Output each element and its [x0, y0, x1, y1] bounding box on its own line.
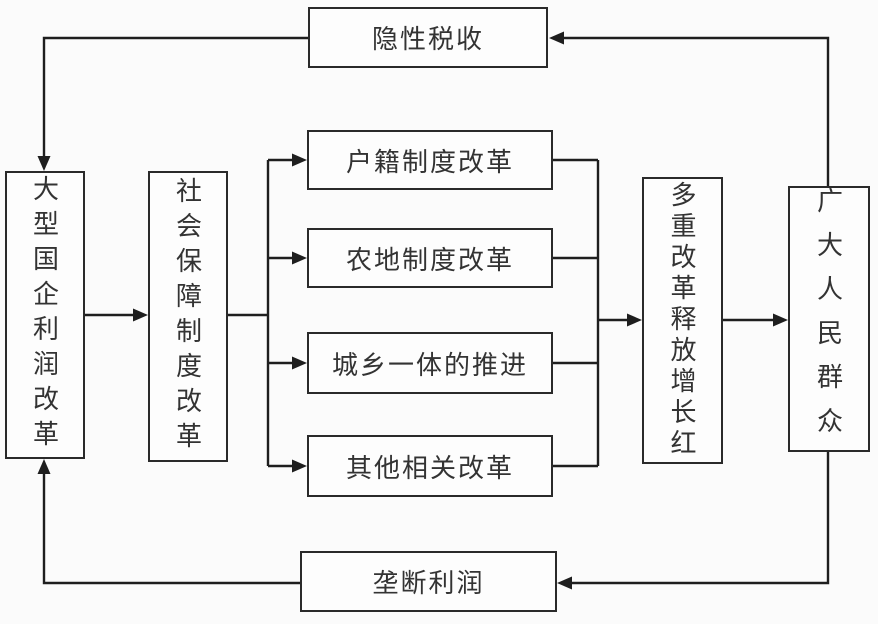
arrowhead-left	[549, 31, 564, 45]
node-hidden-tax-label: 隐性税收	[371, 24, 484, 54]
node-other-reforms-label: 其他相关改革	[345, 452, 514, 483]
edge-masses-to-hidden-tax	[560, 36, 830, 186]
node-social-security-reform-label: 社会保障制度改革	[172, 176, 203, 457]
arrowhead-right	[133, 308, 148, 322]
node-masses-label: 广大人民群众	[813, 187, 844, 451]
node-multi-reform-dividend: 多重改革释放增长红	[642, 177, 723, 464]
arrowhead-right	[292, 356, 307, 370]
node-urban-rural-integration-label: 城乡一体的推进	[331, 349, 528, 380]
node-monopoly-profit-label: 垄断利润	[372, 568, 485, 598]
arrowhead-up	[37, 459, 51, 474]
node-farmland-reform-label: 农地制度改革	[345, 244, 514, 275]
edge-hidden-tax-to-soe	[42, 36, 308, 160]
node-multi-reform-dividend-label: 多重改革释放增长红	[667, 181, 697, 460]
node-soe-profit-reform-label: 大型国企利润改革	[29, 175, 60, 455]
arrowhead-down	[37, 156, 51, 171]
edge-reforms-converge	[553, 158, 631, 468]
arrowhead-right	[773, 313, 788, 327]
node-hukou-reform-label: 户籍制度改革	[345, 146, 514, 177]
edge-social-security-fanout	[228, 158, 296, 468]
node-urban-rural-integration: 城乡一体的推进	[307, 332, 553, 394]
node-hukou-reform: 户籍制度改革	[307, 130, 553, 190]
node-soe-profit-reform: 大型国企利润改革	[5, 171, 85, 459]
node-other-reforms: 其他相关改革	[307, 435, 553, 497]
node-masses: 广大人民群众	[788, 186, 870, 452]
edge-masses-to-monopoly	[568, 452, 830, 585]
arrowhead-right	[292, 251, 307, 265]
arrowhead-right	[292, 153, 307, 167]
arrowhead-right	[292, 459, 307, 473]
arrowhead-left	[557, 576, 572, 590]
node-social-security-reform: 社会保障制度改革	[148, 171, 228, 462]
node-hidden-tax: 隐性税收	[308, 7, 548, 68]
edge-monopoly-to-soe	[42, 470, 300, 585]
node-farmland-reform: 农地制度改革	[307, 228, 553, 288]
arrowhead-right	[627, 313, 642, 327]
node-monopoly-profit: 垄断利润	[300, 551, 557, 612]
